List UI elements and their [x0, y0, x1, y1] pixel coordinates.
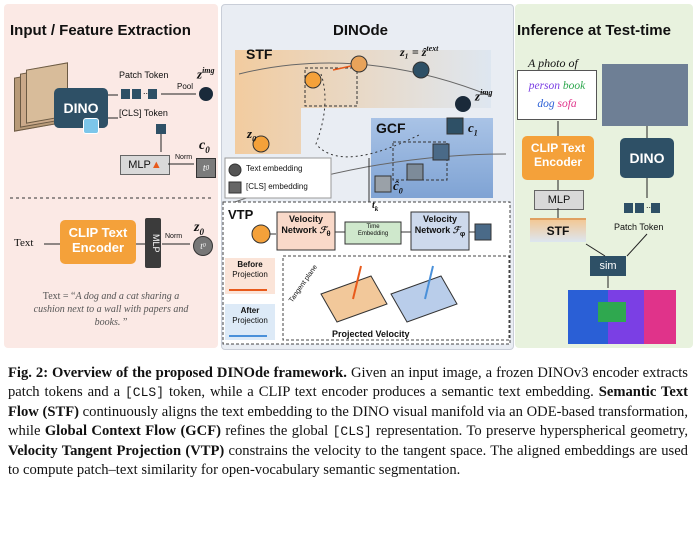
- left-panel-title: Input / Feature Extraction: [10, 22, 191, 39]
- z0-mid-label: z0: [247, 126, 257, 144]
- word-dog: dog: [537, 98, 555, 110]
- stf-box-right: STF: [530, 218, 586, 242]
- dino-encoder-box: DINO: [54, 88, 108, 128]
- dino-encoder-right: DINO: [620, 138, 674, 178]
- clip-line1-right: CLIP Text: [530, 141, 586, 155]
- pool-label: Pool: [177, 82, 194, 91]
- word-book: book: [562, 80, 586, 92]
- patch-token-label: Patch Token: [119, 70, 169, 80]
- mid-panel-title: DINOde: [333, 22, 389, 39]
- input-feature-panel: [4, 4, 218, 348]
- example-text: Text = “A dog and a cat sharing a cushio…: [33, 291, 189, 328]
- figure-caption: Fig. 2: Overview of the proposed DINOde …: [8, 365, 689, 479]
- right-arrows: [557, 121, 648, 288]
- norm-label: Norm: [175, 154, 193, 161]
- z-img-dot: [199, 87, 213, 101]
- patch-token-strip-right: ..: [624, 200, 662, 218]
- clip-line1-left: CLIP Text: [68, 225, 128, 240]
- frozen-icon: [83, 118, 99, 134]
- class-prompt-box: person book dog sofa: [517, 70, 597, 120]
- dino-label: DINO: [63, 100, 99, 116]
- caption-vtp: Velocity Tangent Projection (VTP): [8, 442, 225, 459]
- z0-left-label: z0: [194, 220, 204, 237]
- patch-token-strip: ..: [121, 86, 159, 104]
- clip-text-encoder-right: CLIP Text Encoder: [522, 136, 594, 180]
- velocity-network-phi: Velocity Network ℱφ: [414, 214, 466, 238]
- caption-fig-label: Fig. 2: Overview of the proposed DINOde …: [8, 365, 347, 381]
- clip-line2-left: Encoder: [71, 240, 124, 255]
- clip-text-encoder-left: CLIP Text Encoder: [60, 220, 136, 264]
- dinode-diagram: [222, 50, 511, 345]
- norm2-label: Norm: [165, 233, 183, 240]
- caption-stf: Semantic Text Flow (STF): [8, 384, 689, 420]
- velocity-network-theta: Velocity Network ℱθ: [281, 214, 331, 238]
- tk-label: tk: [372, 200, 379, 213]
- cls-token-label: [CLS] Token: [119, 108, 168, 118]
- z-img-mid-label: zimg: [475, 88, 493, 104]
- caption-gcf: Global Context Flow (GCF): [44, 423, 221, 440]
- left-arrows: [10, 93, 214, 245]
- z-img-label: zimg: [197, 66, 215, 82]
- c0hat-label: ĉ0: [393, 178, 403, 196]
- sim-box: sim: [590, 256, 626, 276]
- c1-label: c1: [468, 120, 478, 138]
- vtp-label: VTP: [228, 207, 254, 222]
- prompt-prefix: A photo of: [528, 56, 578, 70]
- z1-eq-label: z₁ = ẑtext: [400, 44, 439, 59]
- legend-cls-embedding: [CLS] embedding: [246, 182, 308, 191]
- stf-label: STF: [246, 46, 273, 62]
- patch-token-label-right: Patch Token: [614, 222, 664, 232]
- legend-text-embedding: Text embedding: [246, 164, 303, 173]
- word-sofa: sofa: [557, 98, 577, 110]
- test-image: [602, 64, 688, 126]
- c0-label: c0: [199, 138, 210, 155]
- mlp-box-right: MLP: [534, 190, 584, 210]
- clip-line2-right: Encoder: [533, 155, 582, 169]
- segmentation-mask: [568, 290, 676, 344]
- mlp-box: MLP▲: [120, 155, 170, 175]
- mlp-vertical-box: MLP: [145, 218, 161, 268]
- projected-velocity-label: Projected Velocity: [332, 329, 410, 339]
- gcf-label: GCF: [376, 120, 406, 136]
- word-person: person: [528, 80, 561, 92]
- text-input-label: Text: [14, 237, 34, 249]
- right-panel-title: Inference at Test-time: [517, 22, 671, 39]
- cls-token-square: [156, 124, 166, 134]
